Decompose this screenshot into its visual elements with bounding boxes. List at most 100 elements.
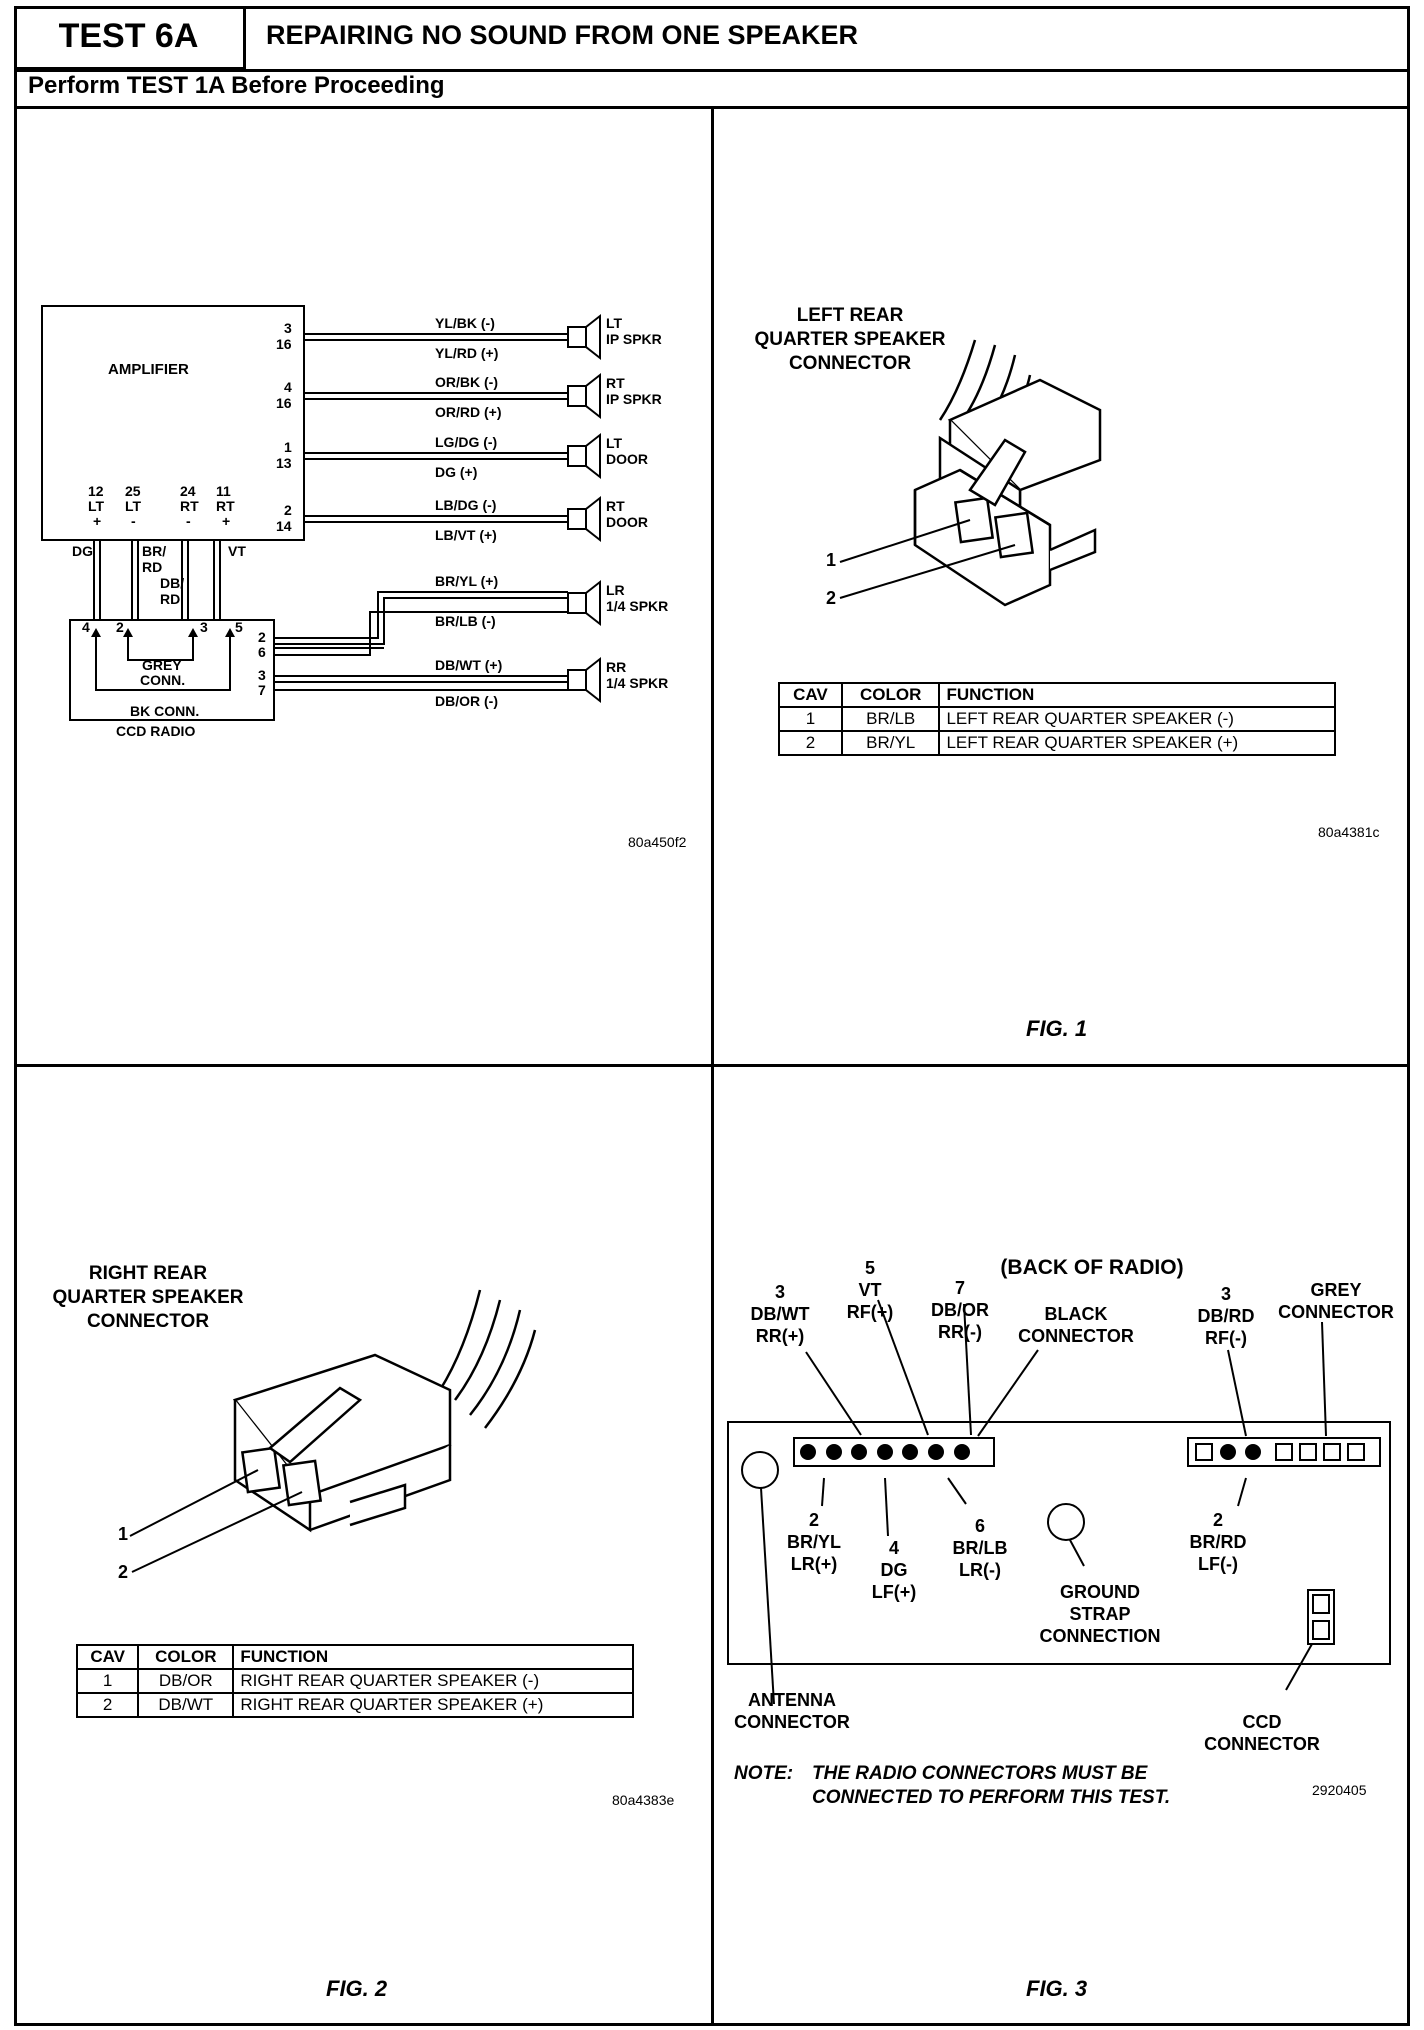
- pin-label: RF(+): [847, 1302, 894, 1322]
- table-cell: BR/LB: [840, 706, 941, 732]
- pin-label: BR/LB: [953, 1538, 1008, 1558]
- speaker-label: DOOR: [606, 514, 648, 530]
- divider: [14, 1064, 1410, 1067]
- figure-caption: FIG. 1: [1026, 1016, 1088, 1041]
- speaker-label: RR: [606, 659, 626, 675]
- bk-conn-label: BK CONN.: [130, 703, 199, 719]
- antenna-label: ANTENNA: [748, 1690, 836, 1710]
- pin-label: BR/RD: [1190, 1532, 1247, 1552]
- pin: 12: [88, 483, 104, 499]
- table-cell: DB/WT: [137, 1692, 235, 1718]
- pin-label: RR(-): [938, 1322, 982, 1342]
- pin: 3: [200, 619, 208, 635]
- test-id: TEST 6A: [14, 6, 246, 70]
- table-header: FUNCTION: [938, 682, 1336, 708]
- connector-label: CONNECTOR: [1018, 1326, 1134, 1346]
- pin: 5: [235, 619, 243, 635]
- wire-label: DG: [72, 543, 93, 559]
- pin-label: RF(-): [1205, 1328, 1247, 1348]
- ccd-label: CCD: [1243, 1712, 1282, 1732]
- pin: 13: [276, 455, 292, 471]
- note-label: NOTE:: [734, 1763, 794, 1784]
- table-cell: DB/OR: [137, 1668, 235, 1694]
- pin: 24: [180, 483, 196, 499]
- fig1-title: LEFT REAR QUARTER SPEAKER CONNECTOR: [730, 304, 970, 376]
- connector-label: BLACK: [1045, 1304, 1108, 1324]
- pin: -: [186, 513, 191, 529]
- table-cell: 2: [778, 730, 843, 756]
- pin: LT: [125, 498, 142, 514]
- wire-label: BR/: [142, 543, 166, 559]
- table-cell: 1: [778, 706, 843, 732]
- pin: 4: [284, 379, 292, 395]
- wire-label: RD: [160, 591, 180, 607]
- figure-code: 80a450f2: [628, 834, 687, 850]
- wire-label: LB/DG (-): [435, 497, 496, 513]
- wiring-diagram: AMPLIFIER 3 16 4 16 1 13 2 14 YL/BK (-) …: [41, 305, 668, 739]
- figure-code: 2920405: [1312, 1782, 1367, 1798]
- wire-label: RD: [142, 559, 162, 575]
- speaker-label: RT: [606, 375, 625, 391]
- wire-label: LB/VT (+): [435, 527, 497, 543]
- cavity-label: 2: [118, 1562, 128, 1582]
- radio-back-diagram: (BACK OF RADIO) 3 DB/WT RR(+) 5 VT RF(+)…: [727, 1256, 1394, 1754]
- pin: 2: [116, 619, 124, 635]
- speaker-label: 1/4 SPKR: [606, 598, 668, 614]
- wire-label: DG (+): [435, 464, 477, 480]
- antenna-label: CONNECTOR: [734, 1712, 850, 1732]
- speaker-label: DOOR: [606, 451, 648, 467]
- table-row: 2 BR/YL LEFT REAR QUARTER SPEAKER (+): [778, 730, 1336, 756]
- figure-caption: FIG. 2: [326, 1976, 388, 2001]
- pin-label: DB/WT: [751, 1304, 810, 1324]
- ccd-radio-label: CCD RADIO: [116, 723, 195, 739]
- wire-label: OR/RD (+): [435, 404, 502, 420]
- pin-label: DG: [881, 1560, 908, 1580]
- wire-label: DB/OR (-): [435, 693, 498, 709]
- pin-label: 7: [955, 1278, 965, 1298]
- pin-label: DB/OR: [931, 1300, 989, 1320]
- pin: 4: [82, 619, 90, 635]
- pin-label: DB/RD: [1198, 1306, 1255, 1326]
- table-cell: RIGHT REAR QUARTER SPEAKER (+): [232, 1692, 634, 1718]
- pin: 25: [125, 483, 141, 499]
- fig1-title-line: LEFT REAR: [796, 305, 904, 326]
- table-cell: LEFT REAR QUARTER SPEAKER (-): [938, 706, 1336, 732]
- pin: 2: [258, 629, 266, 645]
- table-header: COLOR: [840, 682, 941, 708]
- pin: 7: [258, 682, 266, 698]
- fig1-table: CAV COLOR FUNCTION 1 BR/LB LEFT REAR QUA…: [778, 682, 1336, 756]
- pin: 3: [258, 667, 266, 683]
- amplifier-label: AMPLIFIER: [108, 361, 189, 378]
- ground-strap-label: STRAP: [1069, 1604, 1130, 1624]
- fig2-table: CAV COLOR FUNCTION 1 DB/OR RIGHT REAR QU…: [75, 1644, 634, 1718]
- speaker-label: LT: [606, 315, 623, 331]
- ground-strap-label: CONNECTION: [1040, 1626, 1161, 1646]
- table-row: 2 DB/WT RIGHT REAR QUARTER SPEAKER (+): [75, 1692, 634, 1718]
- fig2-title-line: QUARTER SPEAKER: [52, 1287, 244, 1308]
- grey-conn-label: CONN.: [140, 672, 185, 688]
- ground-strap-label: GROUND: [1060, 1582, 1140, 1602]
- pin: 14: [276, 518, 292, 534]
- table-row: 1 BR/LB LEFT REAR QUARTER SPEAKER (-): [778, 706, 1336, 732]
- table-header: CAV: [778, 682, 843, 708]
- cavity-label: 1: [826, 550, 836, 570]
- speaker-label: IP SPKR: [606, 391, 662, 407]
- wire-label: OR/BK (-): [435, 374, 498, 390]
- pin: 16: [276, 395, 292, 411]
- pin-label: 6: [975, 1516, 985, 1536]
- wire-label: BR/LB (-): [435, 613, 496, 629]
- pin-label: LR(+): [791, 1554, 838, 1574]
- pin: RT: [216, 498, 235, 514]
- table-row: 1 DB/OR RIGHT REAR QUARTER SPEAKER (-): [75, 1668, 634, 1694]
- pin: LT: [88, 498, 105, 514]
- figure-caption: FIG. 3: [1026, 1976, 1088, 2001]
- pin-label: 3: [1221, 1284, 1231, 1304]
- cavity-label: 1: [118, 1524, 128, 1544]
- table-header: FUNCTION: [232, 1644, 634, 1670]
- divider: [14, 69, 1410, 72]
- pin-label: 4: [889, 1538, 899, 1558]
- note-text: THE RADIO CONNECTORS MUST BE CONNECTED T…: [812, 1762, 1170, 1810]
- speaker-label: RT: [606, 498, 625, 514]
- table-cell: BR/YL: [840, 730, 941, 756]
- speaker-label: LT: [606, 435, 623, 451]
